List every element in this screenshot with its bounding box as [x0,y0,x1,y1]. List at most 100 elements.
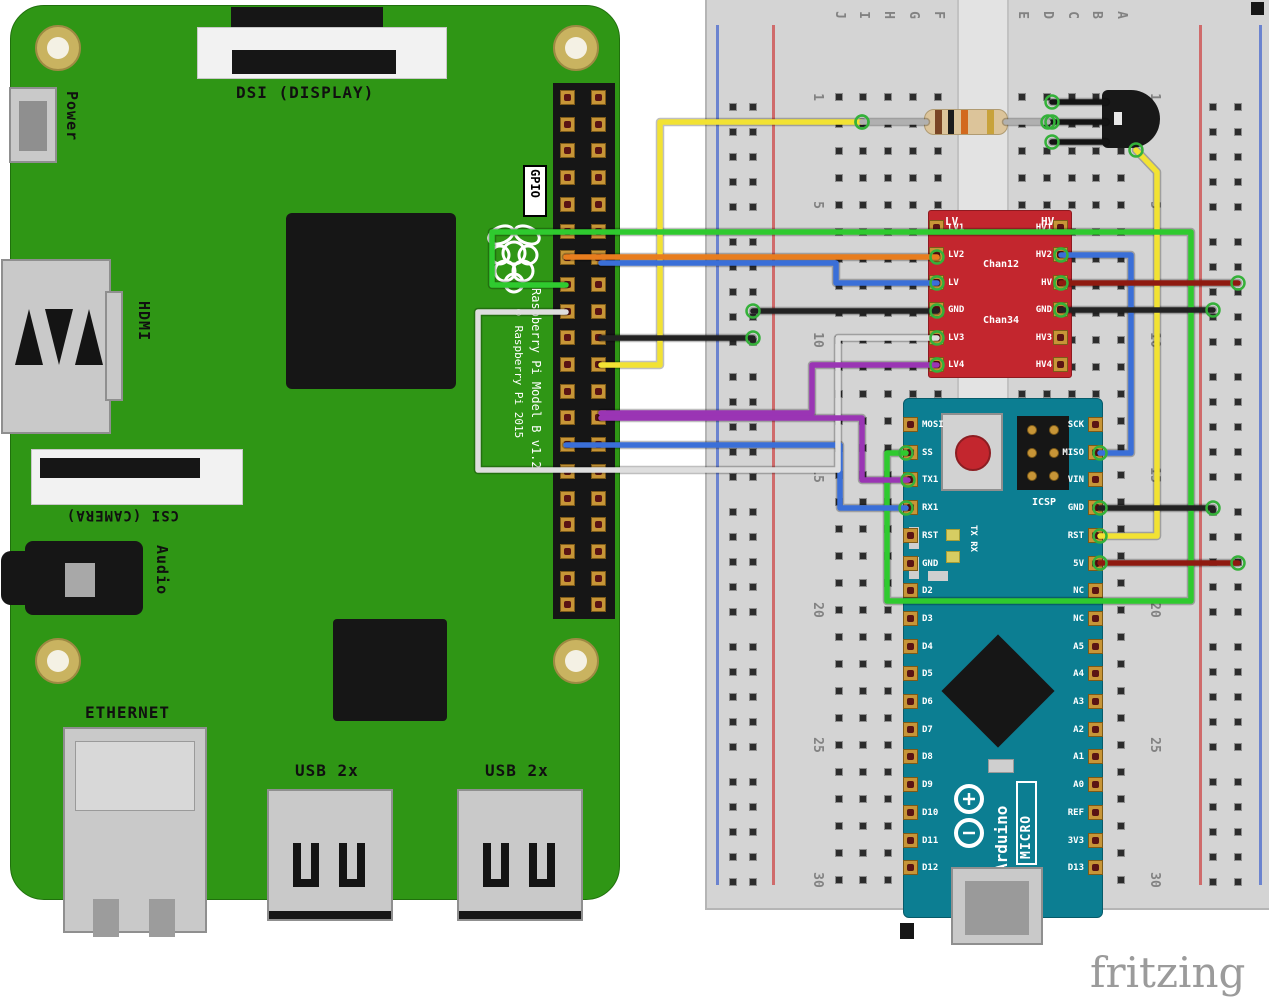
breadboard-rail-hole [1234,778,1242,786]
dsi-label: DSI (DISPLAY) [236,83,375,102]
icsp-pin [1049,471,1059,481]
dsi-connector-slot [232,50,396,74]
breadboard-rail-hole [1234,803,1242,811]
breadboard-rail-hole [729,853,737,861]
breadboard-hole [884,93,892,101]
temperature-sensor[interactable] [1102,90,1160,148]
breadboard-rail-hole [749,878,757,886]
breadboard-hole [1043,174,1051,182]
hdmi-label: HDMI [135,301,153,342]
arduino-pin [1088,860,1103,875]
mounting-hole-center [47,37,69,59]
breadboard-hole [934,93,942,101]
breadboard-hole [1068,174,1076,182]
breadboard-hole [1068,147,1076,155]
breadboard-hole [909,201,917,209]
level-shifter-pin-label: GND [1035,305,1052,315]
usb-pin [529,843,555,887]
breadboard-rail-hole [1209,803,1217,811]
breadboard-rail-hole [1234,178,1242,186]
breadboard-hole [835,876,843,884]
breadboard-rail-hole [1209,473,1217,481]
arduino-pin [1088,417,1103,432]
breadboard-rail-hole [1209,693,1217,701]
arduino-pin-label: D8 [922,752,933,762]
csi-connector [31,449,243,505]
level-shifter-pin-label: LV [948,278,959,288]
rail-stripe-red [1199,25,1202,885]
level-shifter-pin-label: HV3 [1035,333,1052,343]
breadboard-hole [884,633,892,641]
arduino-pin [903,556,918,571]
arduino-pin-label: A4 [1073,669,1084,679]
arduino-pin-label: TX1 [922,475,939,485]
breadboard-hole [934,147,942,155]
breadboard-rail-hole [1209,238,1217,246]
breadboard-hole [835,849,843,857]
arduino-pin [1088,445,1103,460]
breadboard-rail-hole [1234,263,1242,271]
arduino-pin [1088,611,1103,626]
breadboard-hole [884,876,892,884]
level-shifter-pin [929,357,944,372]
breadboard-hole [884,795,892,803]
arduino-pin-label: A3 [1073,697,1084,707]
arduino-pin-label: D6 [922,697,933,707]
breadboard-rail-hole [1234,238,1242,246]
arduino-pin [903,500,918,515]
csi-connector-slot [40,458,200,478]
breadboard-rail-hole [1234,693,1242,701]
breadboard-hole [859,660,867,668]
breadboard-rail-hole [729,803,737,811]
usb-pin [483,843,509,887]
arduino-pin-label: MISO [1062,448,1084,458]
breadboard-rail-hole [1209,373,1217,381]
arduino-pin [1088,694,1103,709]
arduino-pin [1088,666,1103,681]
arduino-pin-label: D3 [922,614,933,624]
arduino-pin-label: D7 [922,725,933,735]
arduino-pin-label: RST [1067,531,1084,541]
level-shifter-pin-label: HV2 [1035,250,1052,260]
resistor[interactable] [924,109,1008,135]
icsp-pin [1027,471,1037,481]
level-shifter-pin [1053,247,1068,262]
breadboard-hole [835,633,843,641]
breadboard-rail-hole [1209,203,1217,211]
breadboard-hole [1018,174,1026,182]
audio-label: Audio [153,545,171,596]
breadboard-rail-hole [1209,448,1217,456]
breadboard-corner-mark [1251,2,1264,15]
breadboard-hole [884,741,892,749]
micro-usb-connector [951,867,1043,945]
breadboard-rail-hole [729,103,737,111]
arduino-pin-label: RST [922,531,939,541]
level-shifter-pin [1053,275,1068,290]
arduino-pin [903,722,918,737]
level-shifter-pin-label: LV1 [948,223,965,233]
breadboard-rail-hole [1209,643,1217,651]
breadboard-rail-hole [729,778,737,786]
breadboard-rail-hole [729,668,737,676]
arduino-pin [903,639,918,654]
arduino-pin-label: D5 [922,669,933,679]
breadboard-rail-hole [1209,178,1217,186]
arduino-pin-label: SS [922,448,933,458]
level-shifter-pin [1053,302,1068,317]
icsp-pin [1049,425,1059,435]
breadboard-hole [835,687,843,695]
breadboard-rail-hole [729,828,737,836]
breadboard-hole [884,687,892,695]
arduino-pin-label: D13 [1067,863,1084,873]
breadboard-rail-hole [1209,828,1217,836]
arduino-pin-label: A0 [1073,780,1084,790]
usb-base [269,911,391,919]
breadboard-rail-hole [729,718,737,726]
arduino-pin [1088,722,1103,737]
breadboard-rail-hole [1234,398,1242,406]
micro-usb-slot [965,881,1029,935]
arduino-pin-label: SCK [1067,420,1084,430]
icsp-pin [1027,425,1037,435]
arduino-pin-label: MOSI [922,420,944,430]
breadboard-rail-hole [1209,718,1217,726]
